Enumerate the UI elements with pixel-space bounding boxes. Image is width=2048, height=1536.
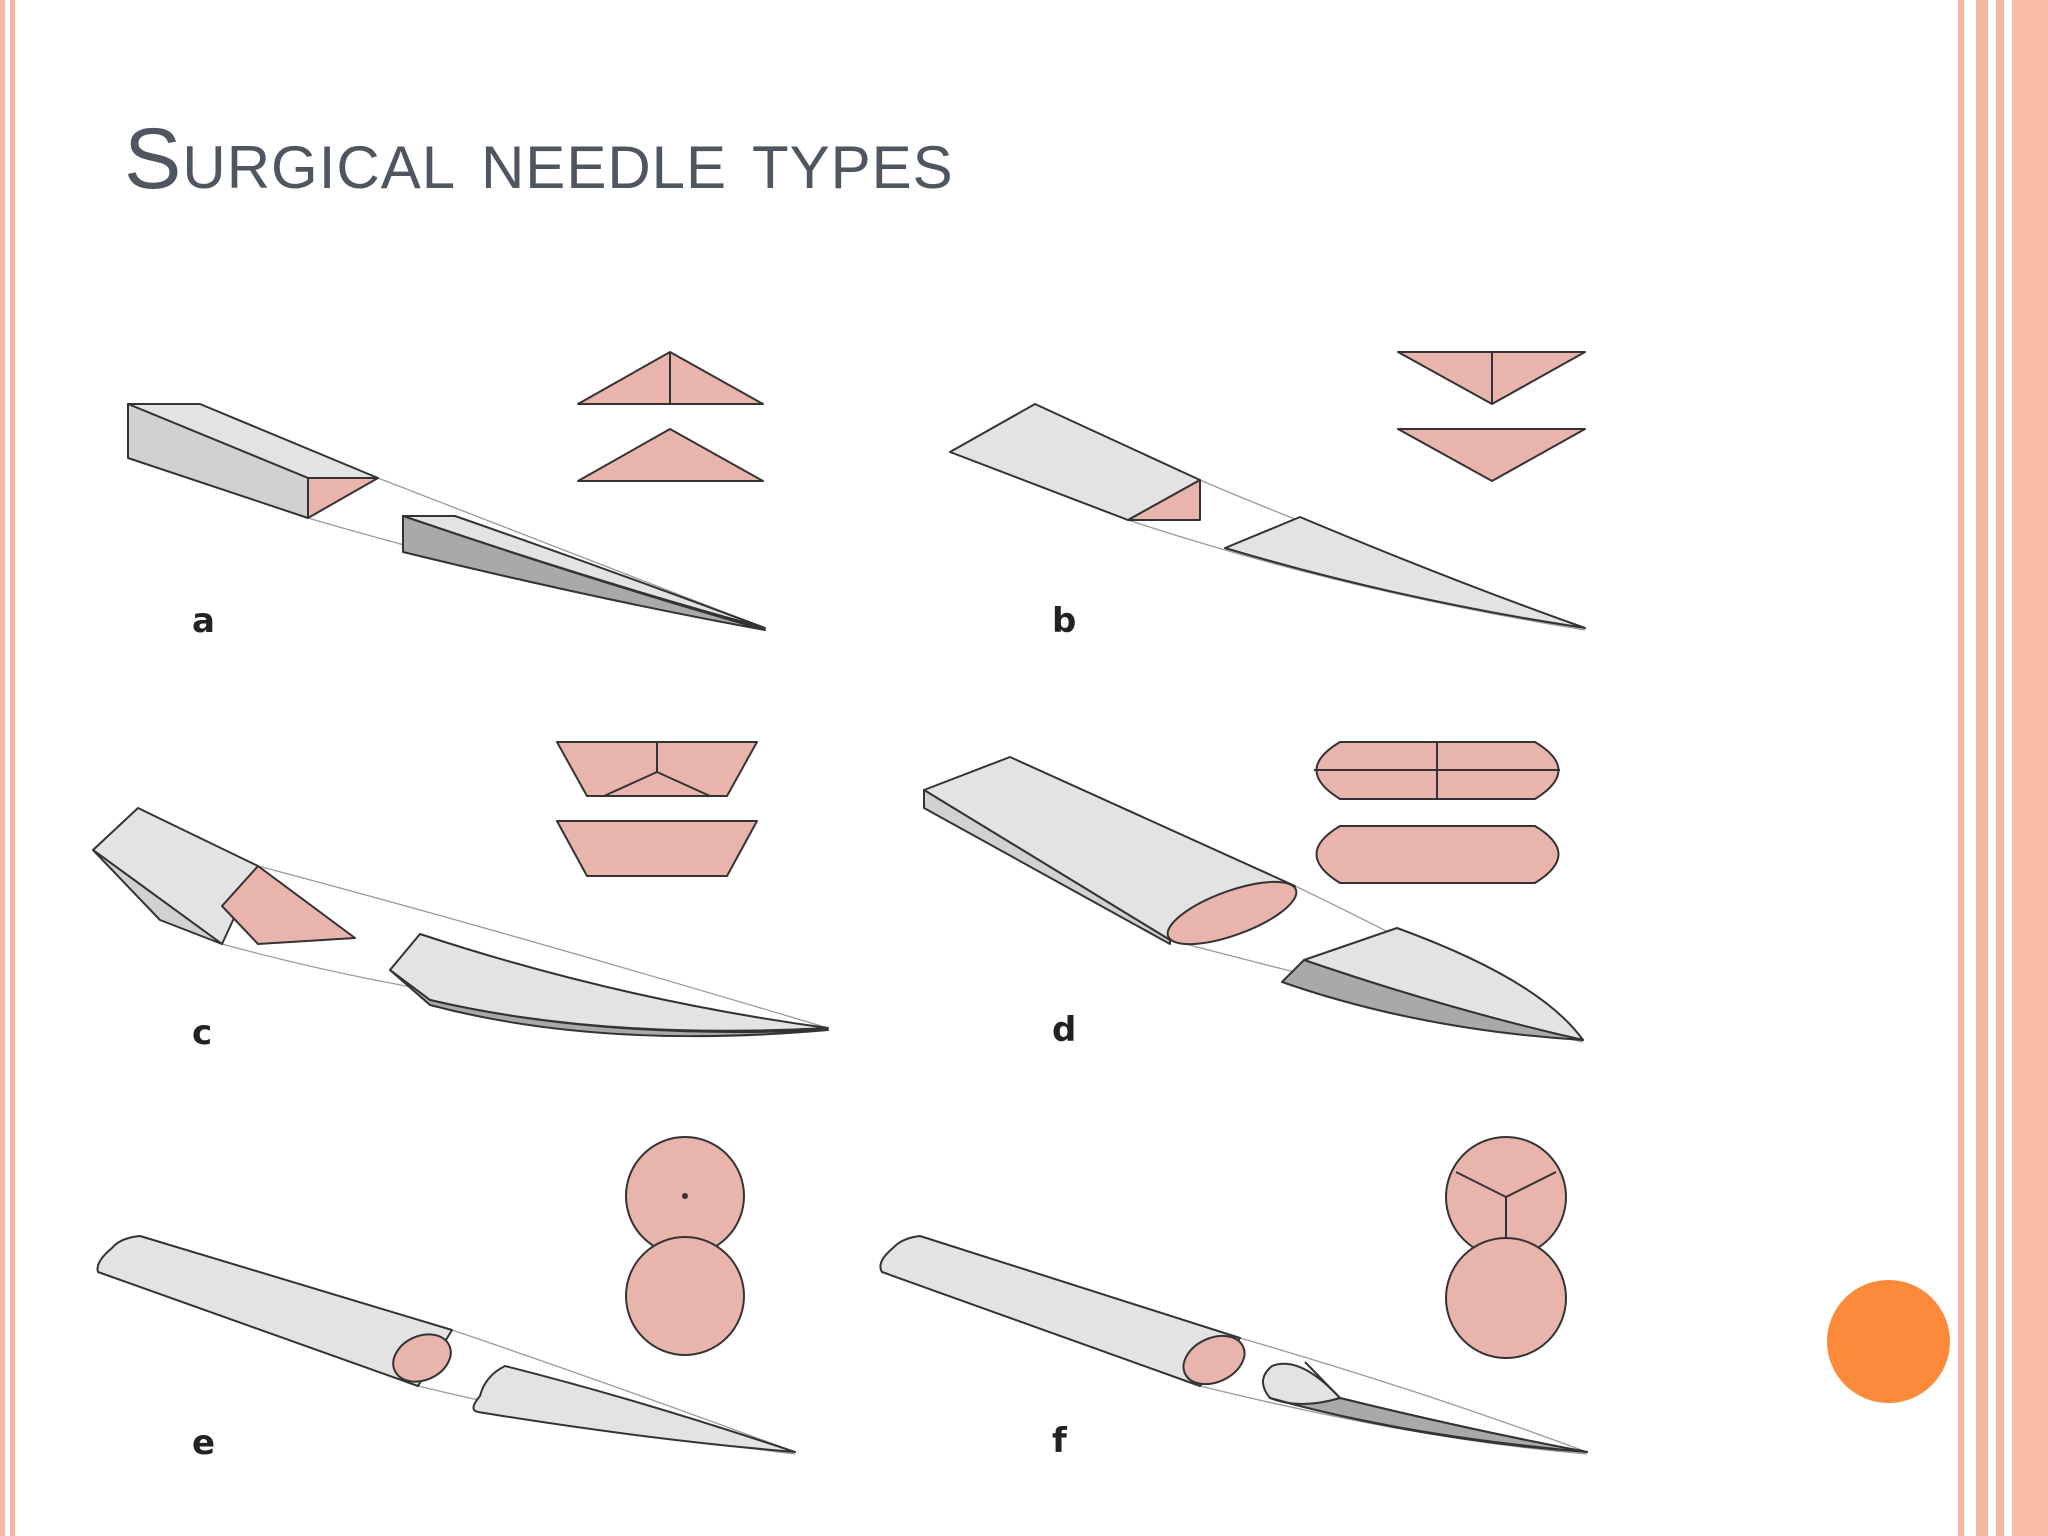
- decorative-orange-circle: [1827, 1280, 1950, 1403]
- cross-section-d-lower: [1315, 825, 1560, 884]
- needle-a-tip-side: [402, 515, 766, 631]
- panel-label-f: f: [1052, 1421, 1068, 1461]
- panel-label-c: c: [192, 1013, 212, 1053]
- needle-a-tip-top: [402, 515, 766, 629]
- panel-f: f: [879, 1136, 1588, 1461]
- panel-label-d: d: [1052, 1010, 1076, 1050]
- panel-e: e: [96, 1136, 796, 1463]
- cross-section-f-lower: [1445, 1237, 1567, 1359]
- needle-f-cut-section: [1182, 1334, 1246, 1386]
- right-border-stripe: [1996, 0, 2004, 1536]
- panel-c: c: [92, 741, 829, 1053]
- needle-d-tip-side: [1281, 959, 1584, 1041]
- cross-section-e-lower: [625, 1236, 745, 1356]
- needle-c-tip-side: [389, 969, 829, 1038]
- needle-f-tip-side: [1269, 1397, 1588, 1453]
- needle-c-body-side: [92, 849, 223, 945]
- panel-a: a: [127, 351, 766, 641]
- needle-a-cut-section: [307, 477, 379, 519]
- needle-e-cut-section: [392, 1333, 452, 1383]
- cross-section-b-lower: [1397, 428, 1586, 482]
- right-border-stripe: [2012, 0, 2048, 1536]
- panel-label-b: b: [1052, 601, 1076, 641]
- needle-b-tip: [1224, 516, 1586, 629]
- needle-d-cut-section: [1166, 880, 1298, 946]
- cross-section-c-lower: [556, 820, 758, 877]
- panel-b: b: [949, 351, 1586, 641]
- needle-d-body-side: [923, 789, 1171, 945]
- left-border-stripe: [0, 0, 5, 1536]
- needle-types-figure: a b c: [92, 351, 1588, 1463]
- panel-label-e: e: [192, 1423, 215, 1463]
- right-border-stripe: [1976, 0, 1988, 1536]
- needle-c-tip-top: [389, 933, 829, 1032]
- panel-d: d: [923, 741, 1584, 1050]
- right-border-stripe: [1958, 0, 1964, 1536]
- slide-title: Surgical needle types: [124, 111, 954, 207]
- panel-label-a: a: [192, 601, 215, 641]
- needle-c-cut-section: [221, 865, 356, 945]
- left-border-stripe: [10, 0, 15, 1536]
- cross-section-a-lower: [577, 428, 764, 482]
- needle-b-cut-section: [1127, 479, 1201, 521]
- needle-e-tip: [472, 1365, 796, 1453]
